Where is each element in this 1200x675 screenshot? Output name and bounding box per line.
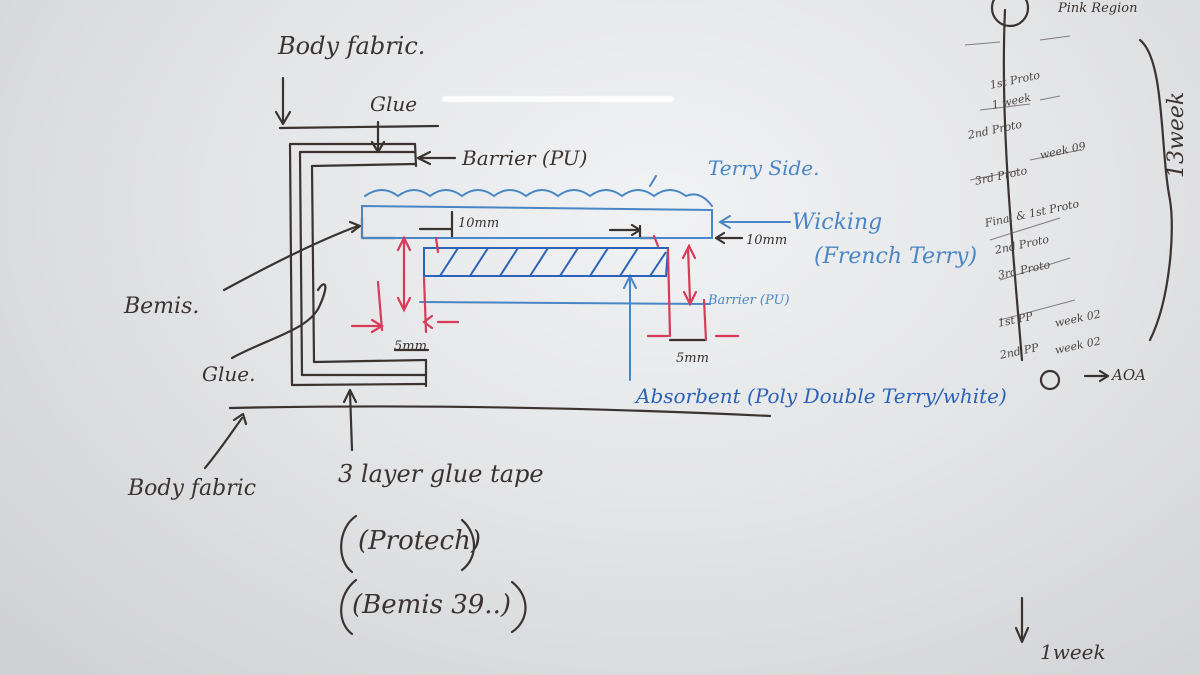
label-10mm-right: 10mm xyxy=(746,233,788,248)
inner-c-shape xyxy=(310,162,428,364)
blue-strokes xyxy=(361,175,791,381)
terry-wave xyxy=(364,189,713,207)
red-arrowheads-left-a xyxy=(396,235,412,313)
note-pink-region: Pink Region xyxy=(1058,1,1138,16)
timeline-line xyxy=(1002,8,1024,362)
wicking-layer xyxy=(361,204,713,239)
arrowhead-aoa xyxy=(1098,369,1110,383)
arrowhead-glue-tape xyxy=(342,388,358,404)
arrowhead-pointer-bemis xyxy=(348,220,362,234)
label-glue-top: Glue xyxy=(370,92,418,116)
light-glare xyxy=(442,96,674,102)
label-barrier-mid: Barrier (PU) xyxy=(708,293,790,308)
note-aoa: AOA xyxy=(1112,366,1146,384)
scribble-2 xyxy=(979,95,1061,111)
absorbent-rect xyxy=(423,247,670,277)
red-strokes xyxy=(350,234,740,342)
scribble-1 xyxy=(964,35,1071,46)
scribble-3 xyxy=(969,149,1081,181)
absorbent-hatch xyxy=(439,247,667,277)
label-protech: (Protech) xyxy=(358,526,482,556)
label-body-fabric-bottom: Body fabric xyxy=(128,476,257,501)
label-wicking: Wicking xyxy=(792,210,883,235)
pointer-bemis xyxy=(222,224,360,292)
arrowhead-1week xyxy=(1014,626,1030,644)
arrowhead-wicking xyxy=(718,215,731,229)
arrowhead-body-fabric-top xyxy=(274,110,292,126)
dim-left-10mm xyxy=(418,210,454,240)
timeline-end-circle xyxy=(1039,369,1061,391)
red-tick-right xyxy=(652,234,660,248)
bemis-left xyxy=(360,216,397,240)
red-dim-left-5mm xyxy=(350,320,460,328)
arrow-glue-tape xyxy=(348,390,354,452)
baseline xyxy=(228,405,772,418)
label-french-terry: (French Terry) xyxy=(814,244,978,269)
paren-protech-left xyxy=(340,514,358,574)
c-end-cap xyxy=(413,142,418,168)
terry-pointer xyxy=(649,175,657,187)
paren-protech-right xyxy=(460,518,475,572)
absorbent-layer xyxy=(423,247,670,277)
bemis-right xyxy=(638,224,657,240)
red-arrowheads-left-5mm xyxy=(370,314,434,334)
middle-c-shape xyxy=(298,150,427,377)
arrowhead-barrier-top xyxy=(416,150,432,166)
arrowhead-dim-right xyxy=(630,223,642,237)
pointer-body-fabric-bottom xyxy=(203,416,244,470)
label-glue-tape: 3 layer glue tape xyxy=(338,460,544,488)
red-vert-right xyxy=(666,248,708,342)
arrowhead-body-fabric-bottom xyxy=(232,412,248,426)
red-dim-right-a xyxy=(686,246,692,302)
note-1week: 1week xyxy=(1040,640,1106,664)
bracket-13week xyxy=(1138,38,1173,342)
red-tick-left xyxy=(434,236,440,254)
label-glue-mid: Glue. xyxy=(202,362,256,386)
paren-bemis39-right xyxy=(510,580,527,634)
timeline-top-circle xyxy=(990,0,1030,28)
timeline-scribbles xyxy=(964,35,1081,321)
pointer-glue-mid xyxy=(230,283,327,360)
red-arrowheads-right-a xyxy=(681,243,698,307)
note-13week: 13week xyxy=(1164,91,1189,178)
paren-bemis39-left xyxy=(340,578,358,636)
label-body-fabric-top: Body fabric. xyxy=(278,32,426,60)
label-bemis-39: (Bemis 39..) xyxy=(352,590,511,620)
arrowhead-dim-right-10mm xyxy=(714,231,726,245)
label-absorbent: Absorbent (Poly Double Terry/white) xyxy=(636,384,1007,408)
label-terry-side: Terry Side. xyxy=(708,156,820,180)
label-5mm-left: 5mm xyxy=(394,339,427,354)
top-line xyxy=(278,124,440,130)
barrier-mid-line xyxy=(419,301,711,305)
outer-c-shape xyxy=(288,142,427,387)
scribble-4 xyxy=(989,217,1076,321)
label-bemis: Bemis. xyxy=(124,294,200,319)
label-5mm-right: 5mm xyxy=(676,351,709,366)
label-barrier-top: Barrier (PU) xyxy=(462,146,588,170)
label-10mm-left: 10mm xyxy=(458,216,500,231)
